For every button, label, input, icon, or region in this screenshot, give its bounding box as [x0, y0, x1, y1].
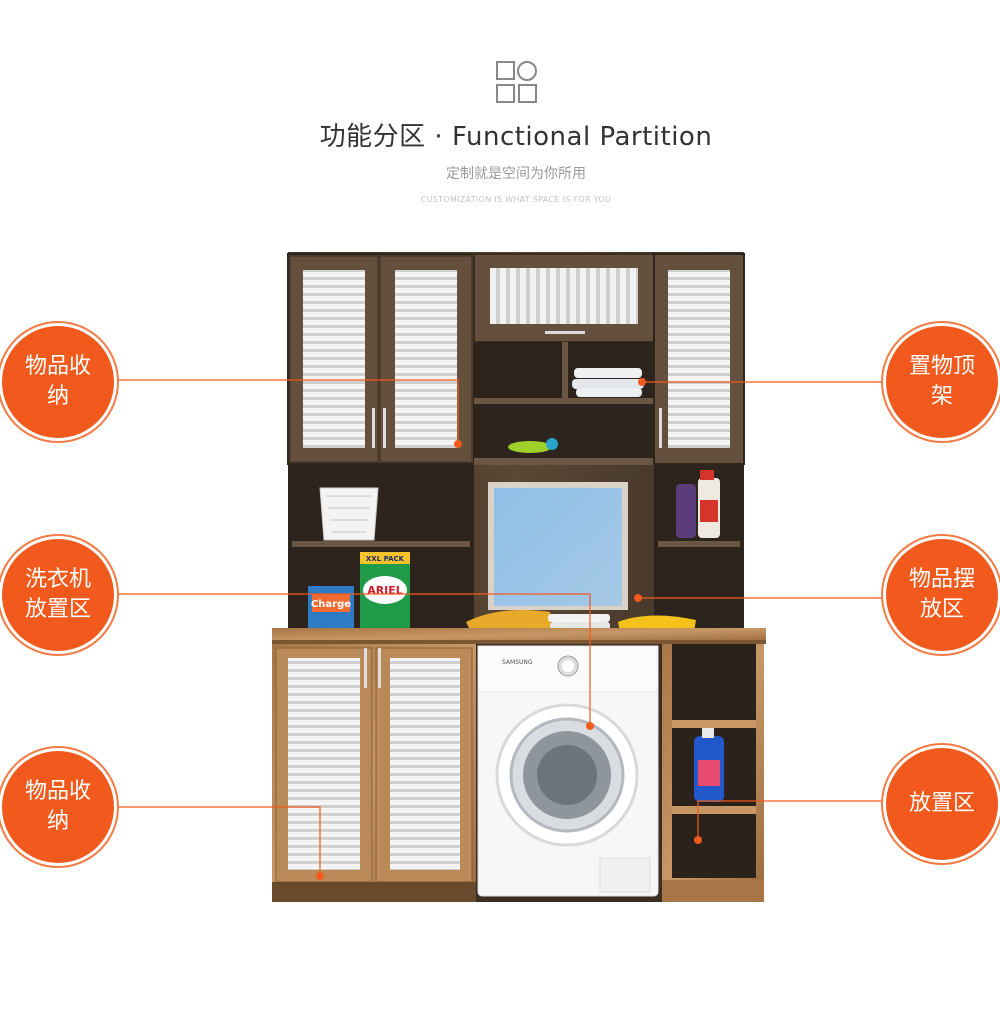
page-title: 功能分区 · Functional Partition	[319, 122, 713, 152]
washer-brand: SAMSUNG	[502, 659, 533, 666]
charge-box-label: Charge	[311, 599, 351, 610]
ariel-badge: XXL PACK	[366, 555, 405, 563]
callout-storage-bottom-left: 物品收纳	[2, 751, 114, 863]
leader-dots	[316, 378, 702, 880]
ariel-box-label: ARIEL	[367, 584, 403, 597]
callout-washer-area: 洗衣机放置区	[2, 539, 114, 651]
callout-display-area: 物品摆放区	[886, 539, 998, 651]
layout-grid-icon	[496, 61, 537, 103]
callout-top-shelf: 置物顶架	[886, 326, 998, 438]
callout-storage-top-left: 物品收纳	[2, 326, 114, 438]
leader-lines	[114, 379, 886, 876]
callout-placement-area: 放置区	[886, 748, 998, 860]
page-subtitle: 定制就是空间为你所用	[446, 166, 586, 182]
page-tagline: CUSTOMIZATION IS WHAT SPACE IS FOR YOU	[420, 195, 612, 204]
